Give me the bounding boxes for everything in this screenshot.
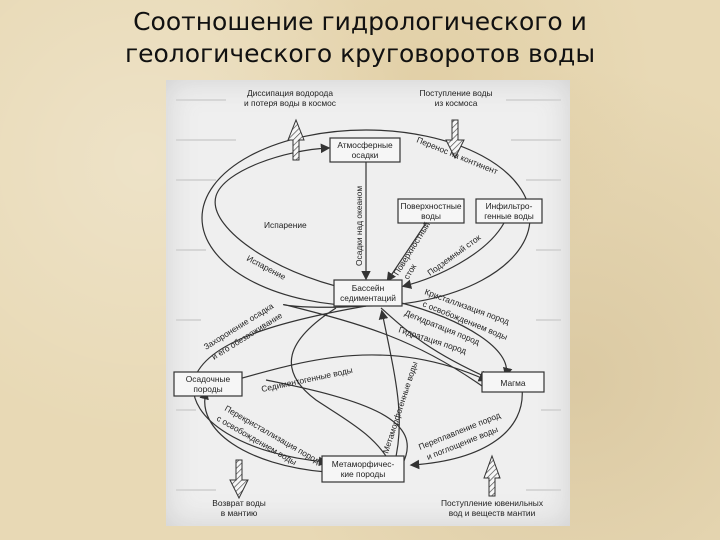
label-precip-ocean: Осадки над океаном [354, 186, 364, 266]
label-metamorphogenic: Метаморфогенные воды [380, 360, 419, 454]
label-space-inflow-2: из космоса [435, 98, 478, 108]
node-basin-line1: Бассейн [352, 283, 385, 293]
label-juvenile-1: Поступление ювенильных [441, 498, 544, 508]
node-atm-line2: осадки [352, 150, 379, 160]
node-meta-line2: кие породы [341, 469, 386, 479]
node-magma: Магма [481, 371, 545, 393]
node-magma-label: Магма [500, 378, 526, 388]
sed-to-magma-cross [265, 379, 408, 466]
label-underground-runoff: Подземный сток [425, 232, 482, 278]
water-cycle-diagram: Атмосферные осадки Поверхностные воды Ин… [173, 88, 561, 518]
diagram-panel: Атмосферные осадки Поверхностные воды Ин… [166, 80, 570, 526]
node-infil-line1: Инфильтро- [486, 201, 533, 211]
node-infiltration-waters: Инфильтро- генные воды [475, 198, 543, 224]
node-surface-line2: воды [421, 211, 441, 221]
label-space-inflow-1: Поступление воды [419, 88, 492, 98]
background-text-lines [176, 99, 561, 491]
arrow-juvenile-inflow [483, 454, 501, 497]
page-title: Соотношение гидрологического и геологиче… [0, 6, 720, 70]
label-juvenile-2: вод и веществ мантии [449, 508, 536, 518]
node-surface-waters: Поверхностные воды [397, 198, 465, 224]
arrow-mantle-return [229, 459, 249, 500]
arrow-dissipation [287, 118, 305, 161]
arrow-space-inflow [445, 119, 465, 160]
surface-runoff-line [386, 222, 427, 282]
node-meta-line1: Метаморфичес- [332, 459, 395, 469]
node-sedimentary-rocks: Осадочные породы [173, 371, 243, 397]
evaporation-inner-arc [214, 143, 365, 293]
title-line-1: Соотношение гидрологического и [133, 7, 587, 36]
node-atmospheric-precipitation: Атмосферные осадки [329, 137, 401, 163]
lower-right-loop [409, 387, 523, 470]
metamorphogenic-flow [378, 309, 400, 466]
node-surface-line1: Поверхностные [400, 201, 461, 211]
hydration-flow [283, 304, 483, 387]
label-mantle-return-1: Возврат воды [212, 498, 265, 508]
sedimentogenic-flow [227, 354, 489, 383]
magma-meta-arc [290, 307, 393, 467]
label-dissipation-2: и потеря воды в космос [244, 98, 336, 108]
label-mantle-return-2: в мантию [221, 508, 258, 518]
lower-left-loop [199, 389, 327, 473]
crystal-loop [397, 301, 513, 378]
dehydration-flow [380, 307, 491, 380]
node-metamorphic-rocks: Метаморфичес- кие породы [321, 455, 405, 483]
underground-runoff-line [401, 222, 505, 289]
node-basin-line2: седиментаций [340, 293, 396, 303]
node-sedrock-line1: Осадочные [186, 374, 231, 384]
node-infil-line2: генные воды [484, 211, 534, 221]
node-sedimentation-basin: Бассейн седиментаций [333, 279, 403, 307]
label-dissipation-1: Диссипация водорода [247, 88, 333, 98]
title-line-2: геологического круговоротов воды [124, 39, 596, 68]
node-sedrock-line2: породы [193, 384, 222, 394]
node-atm-line1: Атмосферные [337, 140, 393, 150]
label-evaporation-1: Испарение [264, 220, 307, 230]
